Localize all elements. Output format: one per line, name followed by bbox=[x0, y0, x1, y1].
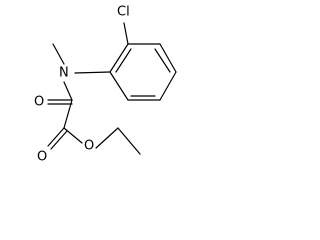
bond-cl-c2 bbox=[123, 22, 129, 45]
bond-ring-c3-c4 bbox=[159, 43, 177, 73]
bonds bbox=[47, 22, 177, 155]
atom-label-nitrogen: N bbox=[59, 66, 69, 81]
bond-cb-o3 bbox=[63, 127, 83, 144]
molecule-structure-diagram: Cl N O O O bbox=[34, 5, 177, 165]
bond-ring-c4-c5 bbox=[159, 71, 177, 101]
bond-n-methyl bbox=[52, 43, 65, 65]
bond-n-ca bbox=[63, 81, 73, 101]
bond-cb-o2 bbox=[47, 127, 65, 147]
bond-ring-c6-c1 bbox=[109, 71, 129, 101]
bond-ring-c1-c2 bbox=[109, 43, 129, 73]
atom-label-ester-oxygen: O bbox=[84, 139, 94, 154]
bond-ch2-ch3 bbox=[117, 127, 141, 155]
bond-n-c1 bbox=[74, 71, 111, 74]
atom-label-carbonyl-oxygen: O bbox=[37, 150, 47, 165]
atom-label-chlorine: Cl bbox=[117, 5, 130, 20]
atom-label-ketone-oxygen: O bbox=[34, 95, 44, 110]
bond-ring-double-1 bbox=[115, 48, 132, 73]
bond-o3-ch2 bbox=[95, 127, 119, 149]
bond-ca-cb bbox=[63, 99, 73, 129]
bond-ring-double-2 bbox=[154, 48, 171, 73]
bond-cb-o2-double bbox=[50, 130, 68, 150]
